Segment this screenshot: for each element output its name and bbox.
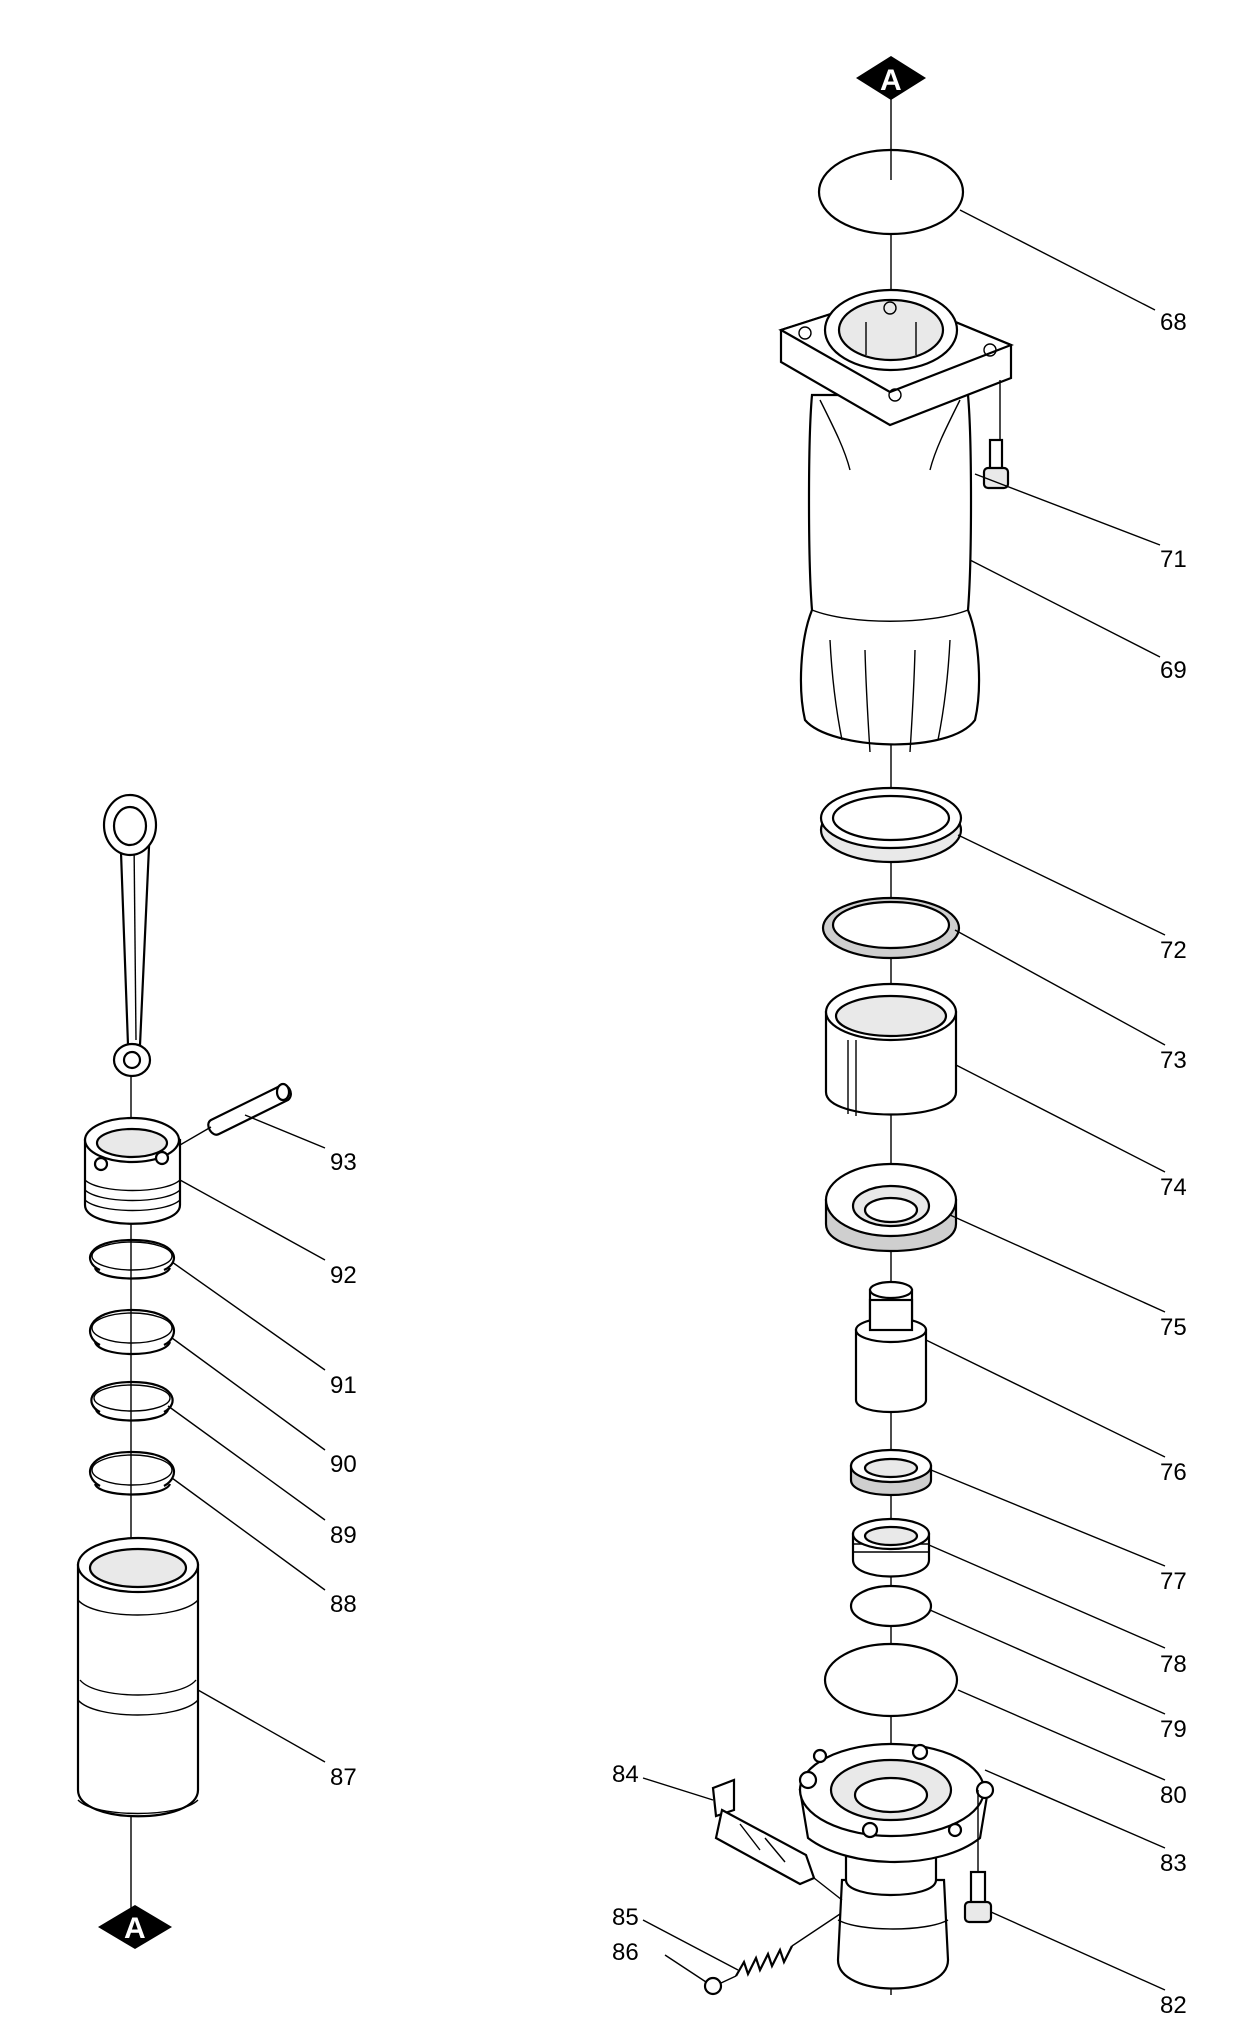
label-68: 68 [1160, 309, 1187, 336]
connecting-rod [102, 793, 158, 1078]
label-69: 69 [1160, 657, 1187, 684]
part-79-disc [849, 1584, 933, 1628]
label-86: 86 [612, 1939, 639, 1966]
leader-lines [167, 209, 1166, 1991]
part-75-washer [824, 1162, 958, 1252]
part-69-housing [778, 288, 1014, 753]
label-79: 79 [1160, 1716, 1187, 1743]
label-89: 89 [330, 1522, 357, 1549]
marker-a-bottom-letter: A [124, 1912, 146, 1945]
label-77: 77 [1160, 1568, 1187, 1595]
part-89-ring [90, 1380, 174, 1422]
part-68-gasket [817, 148, 965, 236]
part-85-spring [735, 1913, 841, 1977]
part-73-ring [821, 896, 961, 960]
marker-a-top-letter: A [880, 64, 902, 97]
part-labels: 68 69 71 72 73 74 75 76 77 78 79 80 82 8… [330, 309, 1187, 2019]
part-77-ring [849, 1448, 933, 1496]
label-75: 75 [1160, 1314, 1187, 1341]
part-71-screw [982, 380, 1010, 490]
part-93-pin [179, 1082, 292, 1146]
part-91-ring [89, 1238, 175, 1280]
label-80: 80 [1160, 1782, 1187, 1809]
label-90: 90 [330, 1451, 357, 1478]
label-78: 78 [1160, 1651, 1187, 1678]
part-84-lever [711, 1778, 843, 1901]
part-83-front-housing [798, 1742, 995, 1990]
part-92-piston [83, 1116, 182, 1225]
label-84: 84 [612, 1761, 639, 1788]
part-86-ball [703, 1975, 737, 1996]
label-87: 87 [330, 1764, 357, 1791]
label-76: 76 [1160, 1459, 1187, 1486]
label-92: 92 [330, 1262, 357, 1289]
label-71: 71 [1160, 546, 1187, 573]
label-72: 72 [1160, 937, 1187, 964]
label-74: 74 [1160, 1174, 1187, 1201]
part-88-ring [89, 1450, 175, 1496]
part-74-sleeve [824, 982, 958, 1116]
part-90-ring [89, 1308, 175, 1356]
marker-a-bottom: A [98, 1905, 172, 1949]
part-87-cylinder [76, 1536, 200, 1818]
part-76-striker [854, 1280, 928, 1414]
label-85: 85 [612, 1904, 639, 1931]
label-93: 93 [330, 1149, 357, 1176]
part-78-ring [851, 1517, 931, 1578]
part-80-disc [823, 1642, 959, 1718]
marker-a-top: A [856, 56, 926, 100]
label-88: 88 [330, 1591, 357, 1618]
label-91: 91 [330, 1372, 357, 1399]
label-73: 73 [1160, 1047, 1187, 1074]
label-82: 82 [1160, 1992, 1187, 2019]
label-83: 83 [1160, 1850, 1187, 1877]
part-82-screw [963, 1790, 993, 1924]
part-72-ring [819, 786, 963, 864]
